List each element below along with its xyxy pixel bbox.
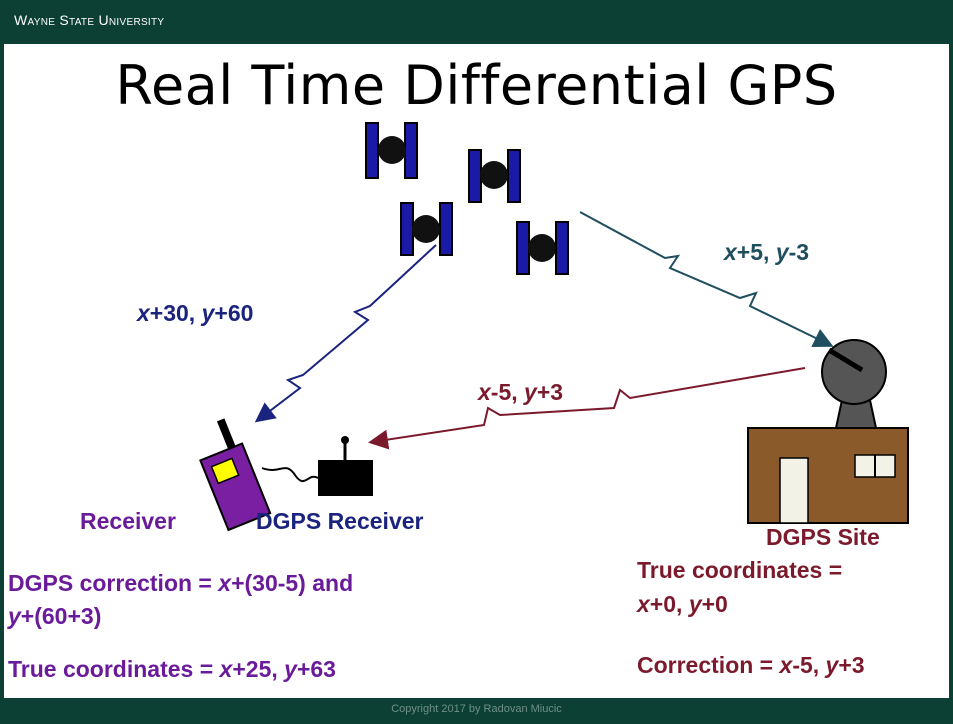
- building-icon: [748, 428, 908, 523]
- signal-broadcast: [372, 368, 805, 442]
- receiver-cable: [262, 468, 318, 481]
- dgps-receiver-icon: [318, 436, 373, 496]
- satellite-dish-icon: [822, 340, 886, 428]
- dgps-correction-line1: DGPS correction = x+(30-5) and: [8, 570, 353, 597]
- signal-to-site: [580, 212, 830, 345]
- signal-label-receiver: x+30, y+60: [137, 300, 253, 327]
- satellite-icon: [401, 203, 452, 255]
- dgps-correction-line2: y+(60+3): [8, 603, 101, 630]
- true-coordinates-site-line1: True coordinates =: [637, 557, 842, 584]
- signal-label-broadcast: x-5, y+3: [478, 379, 563, 406]
- copyright-text: Copyright 2017 by Radovan Miucic: [0, 703, 953, 715]
- satellite-icon: [366, 123, 417, 178]
- receiver-label: Receiver: [80, 508, 176, 535]
- correction-site: Correction = x-5, y+3: [637, 652, 865, 679]
- satellite-icon: [517, 222, 568, 274]
- dgps-receiver-label: DGPS Receiver: [256, 508, 423, 535]
- satellite-icon: [469, 150, 520, 202]
- true-coordinates-receiver: True coordinates = x+25, y+63: [8, 656, 336, 683]
- signal-label-site: x+5, y-3: [724, 239, 809, 266]
- signal-to-receiver: [258, 245, 436, 420]
- dgps-site-label: DGPS Site: [766, 524, 880, 551]
- true-coordinates-site-line2: x+0, y+0: [637, 591, 728, 618]
